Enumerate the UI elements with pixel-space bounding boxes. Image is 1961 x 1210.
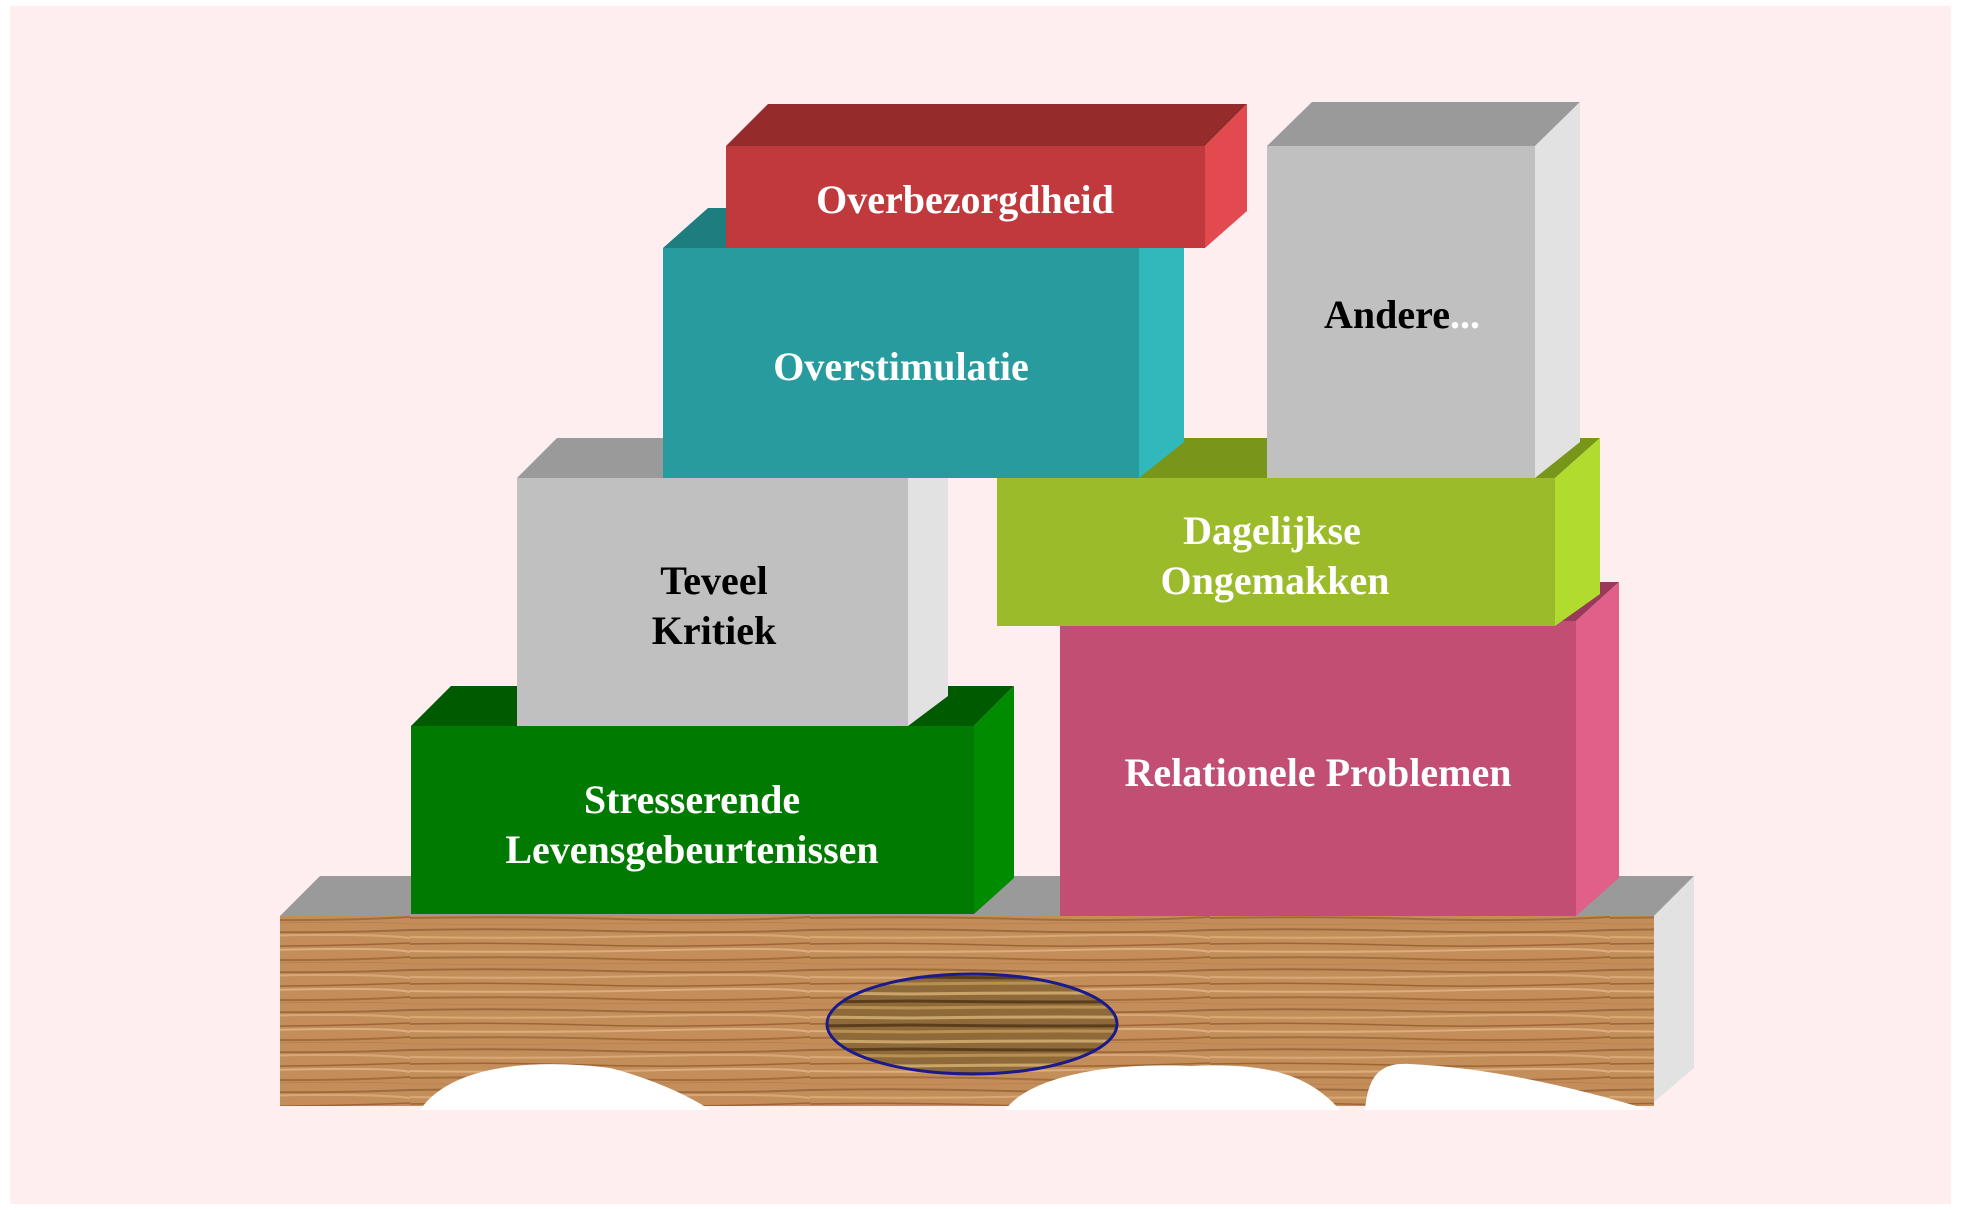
block-label-line2: Kritiek [652,608,777,653]
block-relationele-problemen: Relationele Problemen [1060,582,1619,916]
snow-patch-1 [420,1064,710,1110]
block-label-line1: Dagelijkse [1183,508,1361,553]
block-side-face [908,438,948,726]
block-front-face [663,248,1139,478]
stress-blocks-diagram: Stresserende Levensgebeurtenissen Teveel… [280,102,1694,1110]
block-label: Overstimulatie [773,344,1029,389]
block-side-face [1576,582,1619,916]
block-label-line2: Levensgebeurtenissen [505,827,878,872]
snow-patch-3 [1365,1063,1650,1110]
block-front-face [726,146,1205,248]
block-overbezorgdheid: Overbezorgdheid [726,104,1247,248]
base-side-face [1654,876,1694,1102]
block-label-ellipsis: ... [1450,292,1480,337]
block-andere: Andere... [1267,102,1580,478]
block-side-face [1139,208,1184,478]
block-overstimulatie: Overstimulatie [663,208,1184,478]
block-label-text: Andere [1324,292,1450,337]
block-side-face [1205,104,1247,248]
wood-knot [825,972,1119,1076]
block-label-line1: Stresserende [584,777,800,822]
wooden-base [280,876,1694,1110]
block-side-face [974,686,1014,914]
block-front-face [517,478,908,726]
block-label-line2: Ongemakken [1161,558,1390,603]
block-front-face [997,478,1555,626]
block-label: Andere... [1324,292,1480,337]
block-front-face [411,726,974,914]
block-label: Overbezorgdheid [816,177,1114,222]
block-side-face [1535,102,1580,478]
block-teveel-kritiek: Teveel Kritiek [517,438,948,726]
block-top-face [726,104,1247,146]
block-front-face [1267,146,1535,478]
block-label-line1: Teveel [660,558,767,603]
block-front-face [1060,621,1576,916]
block-side-face [1555,438,1600,626]
block-top-face [1267,102,1580,146]
snow-patch-2 [1005,1065,1340,1110]
block-label: Relationele Problemen [1125,750,1512,795]
diagram-canvas: Stresserende Levensgebeurtenissen Teveel… [10,6,1951,1204]
